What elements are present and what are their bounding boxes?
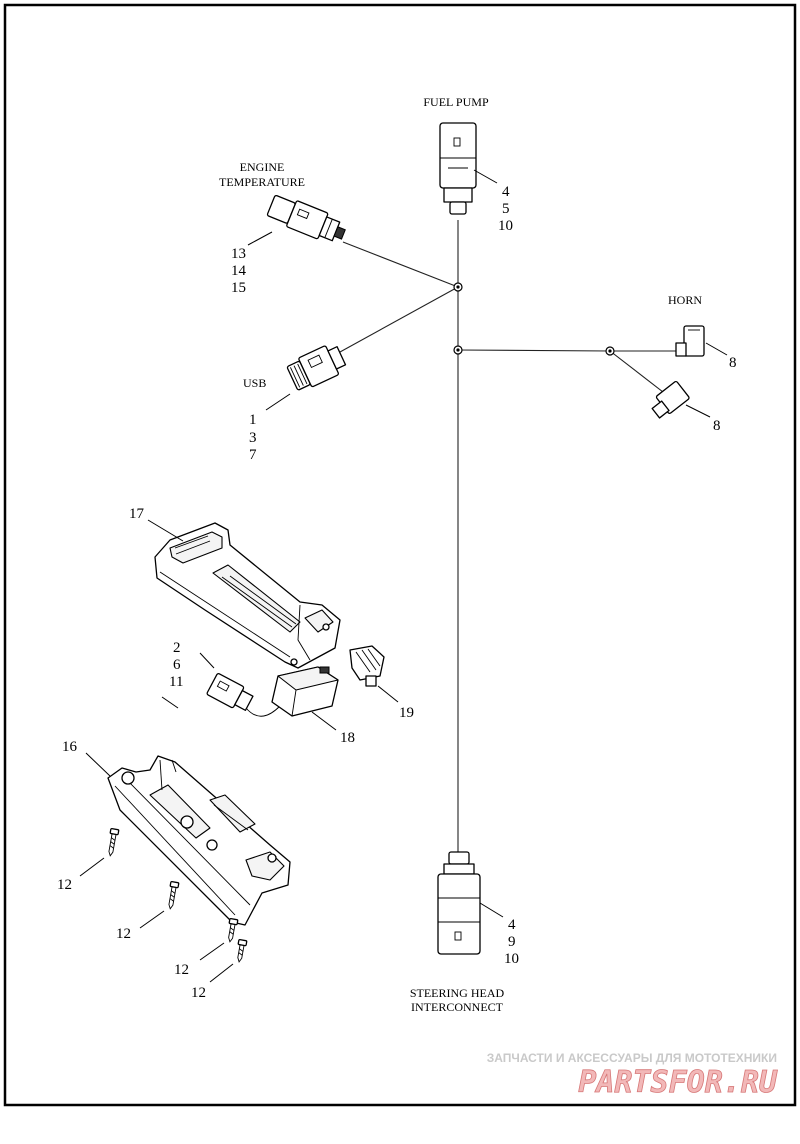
steering-head-connector [437,851,481,955]
upper-switch-cover [154,522,341,669]
screw-callout-2: 12 [116,926,131,942]
lower-tray-callout: 16 [62,739,78,755]
upper-cover-callout: 17 [129,506,145,522]
horn-branch-wire [457,349,611,352]
usb-label: USB [243,376,266,390]
small-connector-callout: 19 [399,705,414,721]
steering-head-label-line1: STEERING HEAD [410,986,505,1000]
horn-lower-wire [609,350,664,393]
engine-temperature-callout-1: 13 [231,246,246,262]
fuel-pump-callout-1: 4 [502,184,510,200]
usb-callout-3: 7 [249,447,257,463]
engine-temperature-label-line2: TEMPERATURE [219,175,305,189]
screw-callout-1: 12 [57,877,72,893]
screw-callout-4: 12 [191,985,206,1001]
usb-callout-2: 3 [249,430,257,446]
fuel-pump-callout-2: 5 [502,201,510,217]
engine-temperature-label-line1: ENGINE [240,160,285,174]
horn-upper-callout: 8 [729,355,737,371]
module-pigtail-connector [206,673,254,711]
screw-2 [168,880,180,910]
usb-wire [339,286,459,353]
connector-callout-2: 6 [173,657,181,673]
engine-temperature-callout-2: 14 [231,263,247,279]
steering-head-label-line2: INTERCONNECT [411,1000,504,1014]
screw-callout-3: 12 [174,962,189,978]
watermark-tagline: ЗАПЧАСТИ И АКСЕССУАРЫ ДЛЯ МОТОТЕХНИКИ [487,1051,777,1065]
horn-connector-lower [651,380,690,419]
fuel-pump-connector [439,122,477,215]
module-pigtail-wire [245,705,281,717]
fuel-pump-callout-3: 10 [498,218,513,234]
engine-temperature-connector [266,194,346,242]
fuel-pump-label: FUEL PUMP [423,95,489,109]
connector-callout-3: 11 [169,674,183,690]
wire-junction-middle [453,345,463,355]
screw-4 [237,938,248,963]
steering-head-callout-2: 9 [508,934,516,950]
horn-label: HORN [668,293,702,307]
steering-head-callout-1: 4 [508,917,516,933]
horn-lower-callout: 8 [713,418,721,434]
engine-temp-wire [342,241,459,288]
steering-head-callout-3: 10 [504,951,519,967]
lower-switch-tray [107,755,291,926]
wire-junction-upper [453,282,463,292]
wire-harness [339,220,679,852]
watermark-brand: PARTSFOR.RU [578,1065,778,1100]
screw-1 [108,827,120,857]
wire-junction-horn [605,346,615,356]
small-connector [349,645,385,687]
engine-temperature-callout-3: 15 [231,280,246,296]
screw-3 [228,917,239,943]
connector-callout-1: 2 [173,640,181,656]
horn-connector-upper [675,325,705,357]
usb-callout-1: 1 [249,412,257,428]
usb-module-callout: 18 [340,730,355,746]
diagram-frame [3,3,797,1107]
usb-connector [286,345,347,391]
usb-charging-module [271,666,339,717]
